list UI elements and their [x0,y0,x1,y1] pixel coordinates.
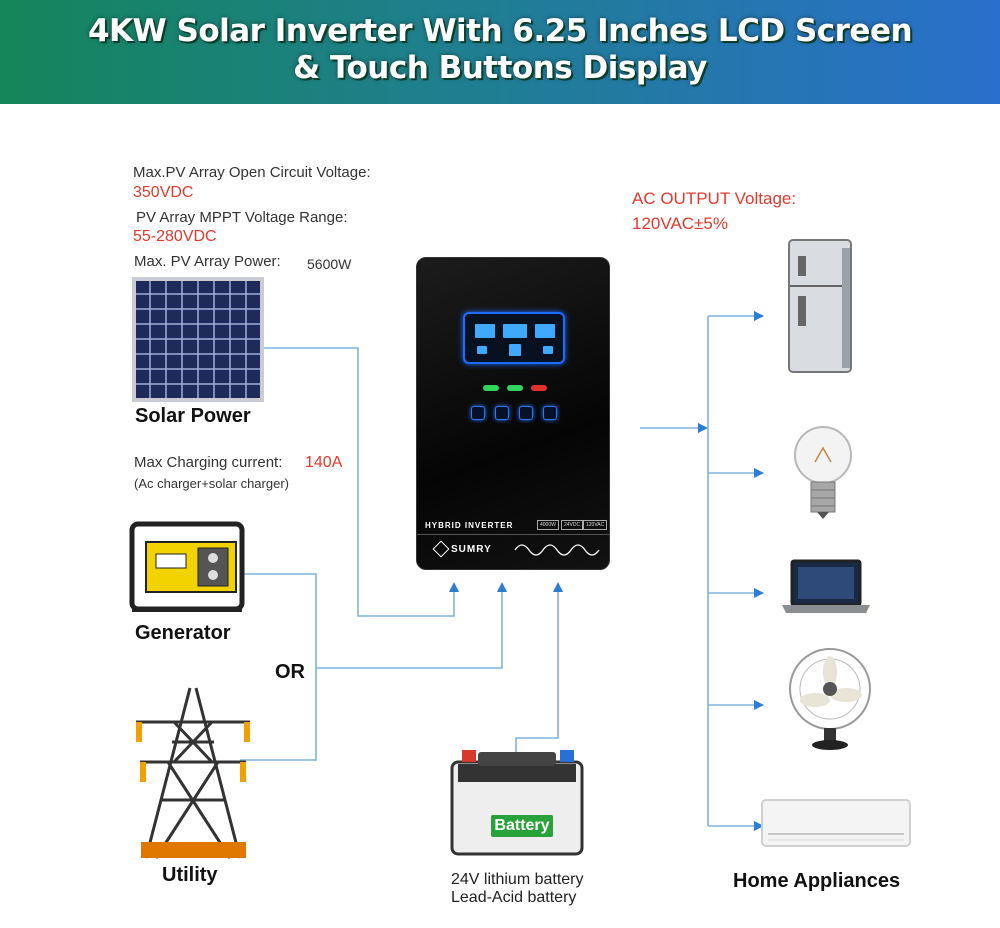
hybrid-inverter: HYBRID INVERTER 4000W 24VDC 120VAC SUMRY [416,257,610,570]
lcd-screen [463,312,565,364]
page-title-line2: & Touch Buttons Display [293,50,707,86]
touch-button-down[interactable] [519,406,533,420]
generator-icon [129,521,245,612]
status-indicator-green [507,385,523,391]
home-appliances-label: Home Appliances [733,870,901,892]
battery-label: Battery [491,815,553,837]
pv-open-circuit-label: Max.PV Array Open Circuit Voltage: [133,164,371,181]
pv-mppt-value: 55-280VDC [133,228,217,245]
status-indicator-red [531,385,547,391]
inverter-divider [417,534,609,535]
pv-open-circuit-value: 350VDC [133,184,194,201]
page-title-line1: 4KW Solar Inverter With 6.25 Inches LCD … [87,13,913,49]
generator-label: Generator [135,622,231,644]
inverter-spec-dc: 24VDC [561,520,584,530]
ac-output-label: AC OUTPUT Voltage: [632,189,797,208]
charging-current-value: 140A [305,454,343,471]
header-banner: 4KW Solar Inverter With 6.25 Inches LCD … [0,0,1000,104]
inverter-spec-power: 4000W [537,520,559,530]
utility-label: Utility [162,864,218,886]
touch-button-enter[interactable] [543,406,557,420]
or-label: OR [275,661,305,683]
pv-mppt-label: PV Array MPPT Voltage Range: [136,209,348,226]
brand-logo-icon [432,540,450,558]
status-indicator-green [483,385,499,391]
refrigerator-icon [788,239,852,373]
solar-panel-icon [132,277,264,402]
pv-max-power-value: 5600W [307,256,352,272]
laptop-icon [782,559,870,613]
battery-type-line1: 24V lithium battery [451,871,584,888]
light-bulb-icon [794,426,852,519]
inverter-spec-ac: 120VAC [583,520,608,530]
fan-icon [789,648,871,750]
touch-button-up[interactable] [495,406,509,420]
pv-max-power-label: Max. PV Array Power: [134,253,281,270]
inverter-brand: SUMRY [451,544,492,555]
utility-tower-icon [136,687,250,859]
battery-type-line2: Lead-Acid battery [451,889,577,906]
battery-icon [450,750,584,856]
ac-output-value: 120VAC±5% [632,214,728,233]
sine-wave-icon [514,544,600,556]
charging-current-note: (Ac charger+solar charger) [134,476,289,491]
air-conditioner-icon [761,799,911,847]
solar-power-label: Solar Power [135,405,251,427]
charging-current-label: Max Charging current: [134,454,283,471]
touch-button-menu[interactable] [471,406,485,420]
inverter-type-label: HYBRID INVERTER [425,521,514,530]
